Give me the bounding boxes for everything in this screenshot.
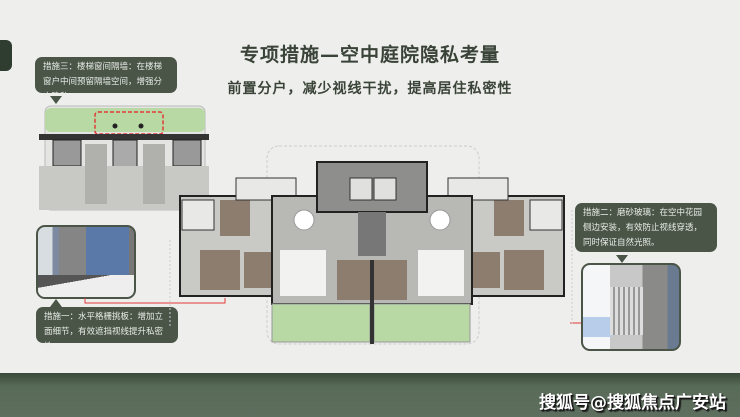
stairs — [358, 212, 386, 256]
callout-measure-two: 措施二：磨砂玻璃：在空中花园侧边安装，有效防止视线穿透，同时保证自然光照。 — [575, 203, 717, 252]
sky-garden-right — [373, 303, 471, 343]
watermark: 搜狐号@搜狐焦点广安站 — [539, 393, 726, 413]
frosted-glass-photo — [581, 263, 681, 351]
section-tab — [0, 40, 12, 71]
callout-measure-one: 措施一：水平格栅挑板：增加立面细节，有效遮挡视线提升私密性。 — [36, 307, 178, 352]
page-subtitle: 前置分户，减少视线干扰，提高居住私密性 — [227, 81, 513, 97]
privacy-wall — [370, 260, 374, 344]
footer-band — [0, 373, 740, 417]
callout-pointer — [50, 299, 62, 307]
page-title: 专项措施—空中庭院隐私考量 — [239, 44, 500, 66]
stair-window-plan-thumbnail — [39, 105, 209, 211]
highlight-box — [94, 111, 164, 135]
callout-pointer — [616, 255, 628, 263]
sky-garden-left — [271, 303, 371, 343]
horizontal-grille-photo — [36, 225, 136, 299]
dining-table — [429, 209, 451, 231]
callout-pointer — [50, 96, 62, 104]
dining-table — [293, 209, 315, 231]
floor-plan — [179, 145, 565, 345]
